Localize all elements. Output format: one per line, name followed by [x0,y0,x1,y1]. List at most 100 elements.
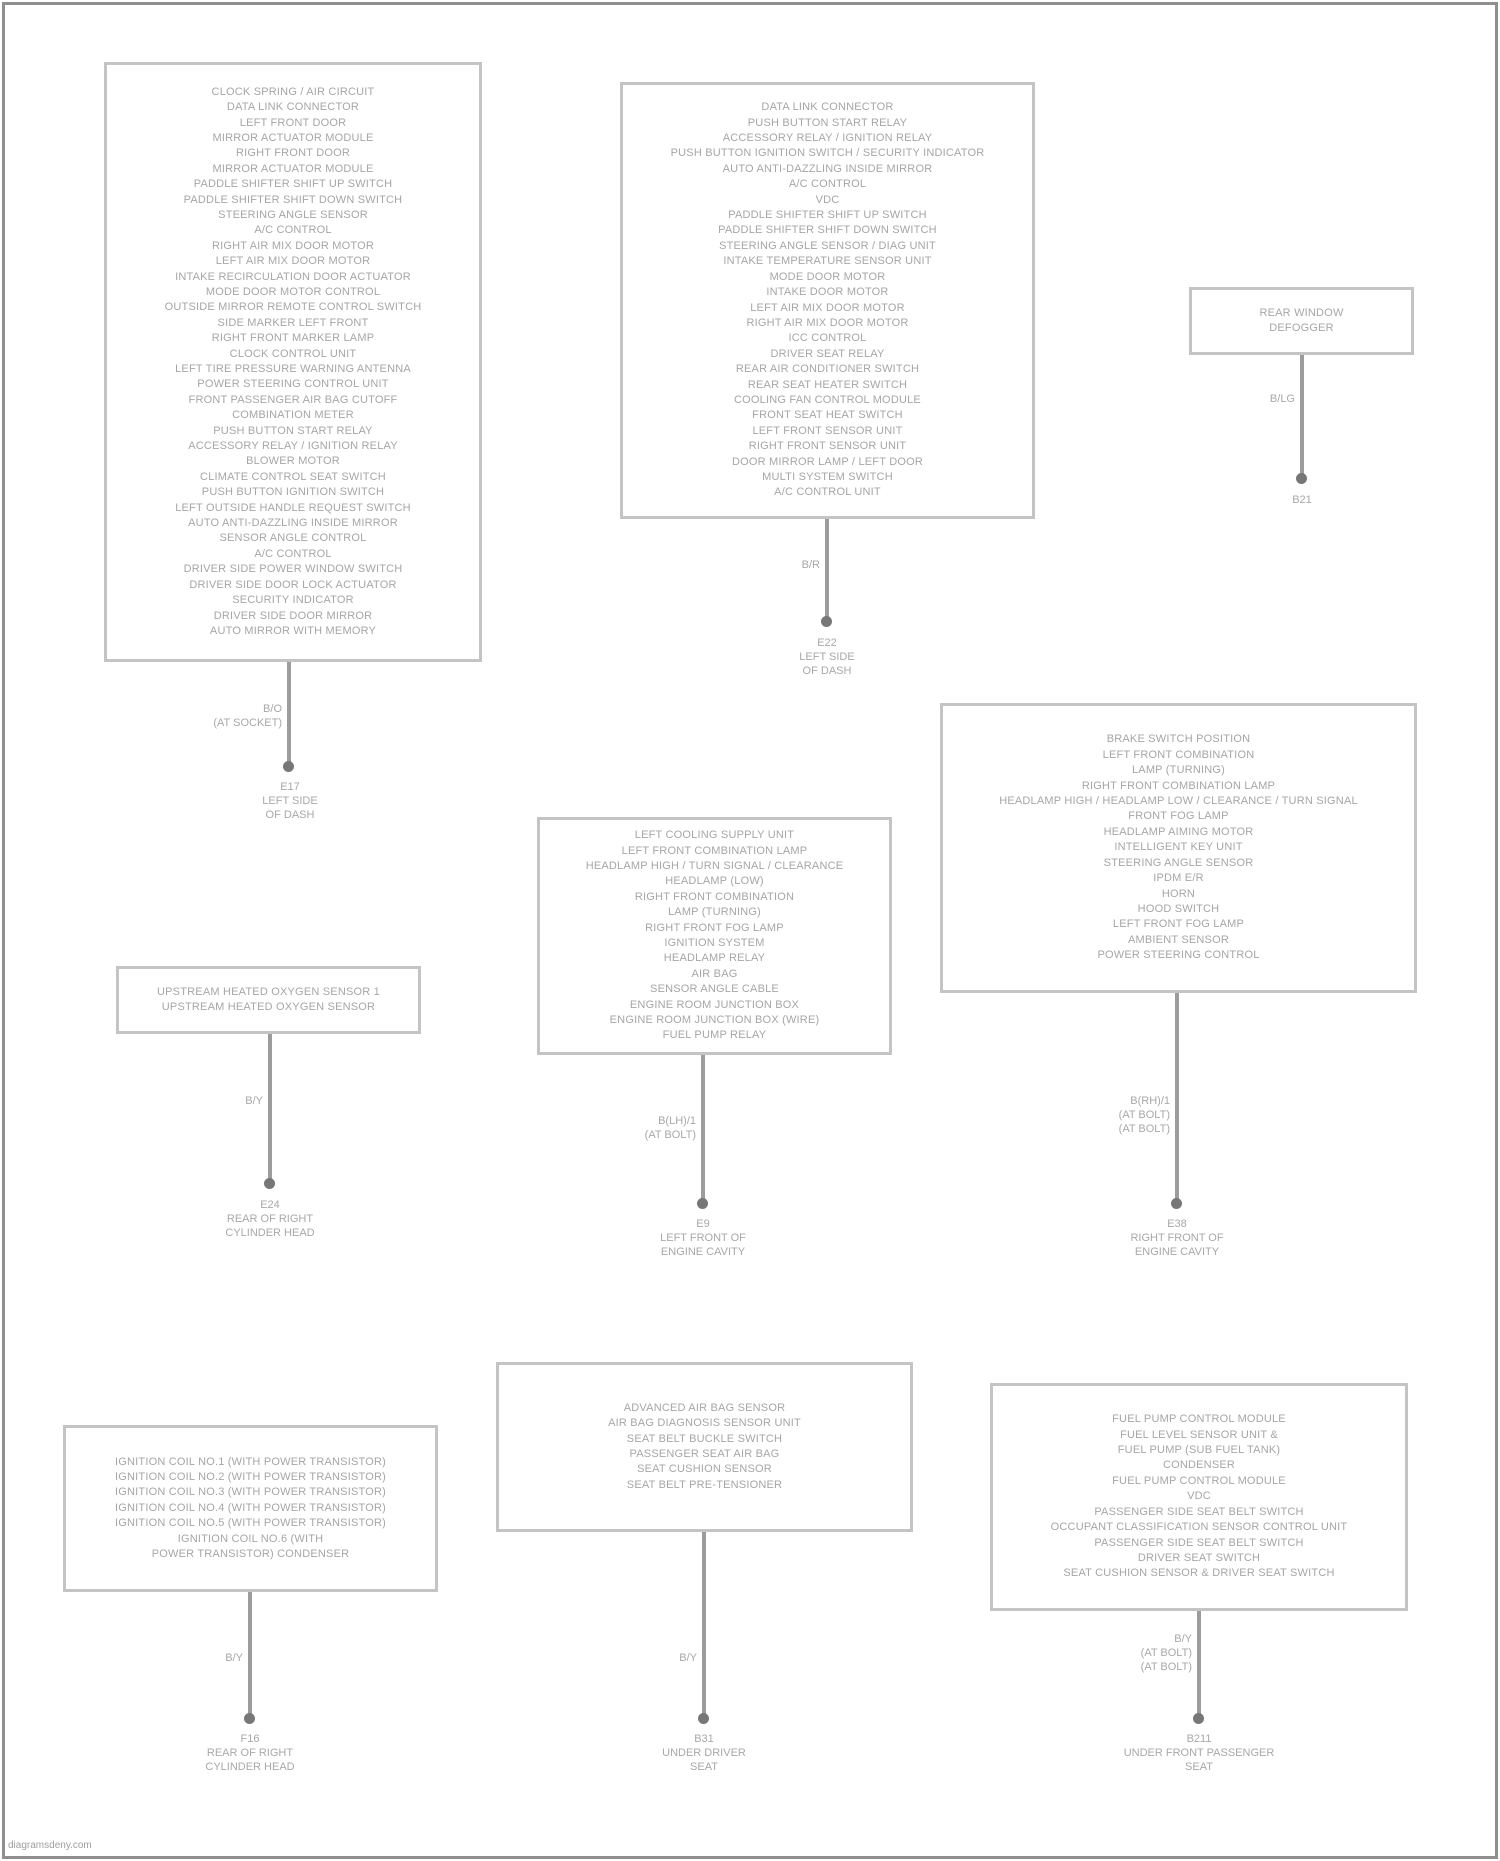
text-line: B/R [760,558,820,572]
text-line: STEERING ANGLE SENSOR / DIAG UNIT [719,239,936,254]
text-line: FUEL PUMP (SUB FUEL TANK) [1118,1443,1281,1458]
text-line: DATA LINK CONNECTOR [761,100,893,115]
text-line: SENSOR ANGLE CONTROL [219,531,366,546]
text-line: A/C CONTROL [254,223,331,238]
text-line: FUEL LEVEL SENSOR UNIT & [1120,1428,1278,1443]
text-line: (AT BOLT) [1097,1646,1192,1660]
text-line: MODE DOOR MOTOR CONTROL [206,285,380,300]
ground-wire-g3 [1300,355,1304,478]
text-line: LAMP (TURNING) [1132,763,1225,778]
text-line: IGNITION COIL NO.6 (WITH [178,1532,324,1547]
text-line: B(LH)/1 [600,1114,696,1128]
text-line: PADDLE SHIFTER SHIFT DOWN SWITCH [184,193,403,208]
text-line: PASSENGER SEAT AIR BAG [630,1447,780,1462]
text-line: HORN [1162,887,1195,902]
wire-label-g3: B/LG [1225,392,1295,406]
text-line: OF DASH [230,808,350,822]
wire-label-g1: B/O(AT SOCKET) [196,702,282,730]
text-line: IGNITION COIL NO.3 (WITH POWER TRANSISTO… [115,1485,386,1500]
text-line: SEAT [634,1760,774,1774]
text-line: HEADLAMP HIGH / TURN SIGNAL / CLEARANCE [586,859,844,874]
text-line: PUSH BUTTON IGNITION SWITCH [202,485,384,500]
text-line: INTAKE RECIRCULATION DOOR ACTUATOR [175,270,411,285]
text-line: IGNITION COIL NO.2 (WITH POWER TRANSISTO… [115,1470,386,1485]
text-line: PUSH BUTTON START RELAY [748,116,907,131]
text-line: IGNITION SYSTEM [664,936,764,951]
text-line: IPDM E/R [1153,871,1204,886]
text-line: ACCESSORY RELAY / IGNITION RELAY [723,131,933,146]
text-line: INTELLIGENT KEY UNIT [1114,840,1242,855]
ground-point-g5 [697,1198,708,1209]
text-line: AIR BAG DIAGNOSIS SENSOR UNIT [608,1416,801,1431]
text-line: ENGINE CAVITY [1107,1245,1247,1259]
ground-wire-g9 [1197,1611,1201,1718]
text-line: RIGHT FRONT DOOR [236,146,350,161]
text-line: AUTO MIRROR WITH MEMORY [210,624,376,639]
text-line: LEFT AIR MIX DOOR MOTOR [750,301,905,316]
text-line: COOLING FAN CONTROL MODULE [734,393,921,408]
text-line: REAR OF RIGHT [180,1746,320,1760]
text-line: OCCUPANT CLASSIFICATION SENSOR CONTROL U… [1051,1520,1348,1535]
wire-label-g8: B/Y [632,1651,697,1665]
text-line: REAR AIR CONDITIONER SWITCH [736,362,919,377]
ground-point-g4 [264,1178,275,1189]
text-line: CLOCK SPRING / AIR CIRCUIT [212,85,375,100]
text-line: E17 [230,780,350,794]
text-line: B/Y [632,1651,697,1665]
text-line: LEFT FRONT OF [633,1231,773,1245]
wire-label-g6: B(RH)/1(AT BOLT)(AT BOLT) [1075,1094,1170,1136]
text-line: ENGINE CAVITY [633,1245,773,1259]
text-line: HOOD SWITCH [1138,902,1220,917]
text-line: SEAT CUSHION SENSOR [637,1462,772,1477]
text-line: IGNITION COIL NO.4 (WITH POWER TRANSISTO… [115,1501,386,1516]
text-line: LEFT FRONT COMBINATION LAMP [622,844,808,859]
text-line: STEERING ANGLE SENSOR [218,208,368,223]
wire-label-g7: B/Y [178,1651,243,1665]
text-line: MULTI SYSTEM SWITCH [762,470,893,485]
text-line: MIRROR ACTUATOR MODULE [212,131,373,146]
text-line: B/Y [1097,1632,1192,1646]
ground-point-g8 [698,1713,709,1724]
ground-wire-g7 [248,1592,252,1718]
component-box-g7: IGNITION COIL NO.1 (WITH POWER TRANSISTO… [63,1425,438,1592]
text-line: B(RH)/1 [1075,1094,1170,1108]
text-line: PADDLE SHIFTER SHIFT UP SWITCH [194,177,393,192]
text-line: RIGHT FRONT OF [1107,1231,1247,1245]
text-line: REAR WINDOW [1259,306,1343,321]
text-line: REAR OF RIGHT [200,1212,340,1226]
text-line: AUTO ANTI-DAZZLING INSIDE MIRROR [723,162,933,177]
text-line: IGNITION COIL NO.1 (WITH POWER TRANSISTO… [115,1455,386,1470]
ground-wire-g2 [825,519,829,621]
ground-point-g6 [1171,1198,1182,1209]
text-line: LEFT FRONT SENSOR UNIT [752,424,902,439]
text-line: SEAT BELT BUCKLE SWITCH [627,1432,782,1447]
ground-wire-g8 [702,1532,706,1718]
text-line: FUEL PUMP RELAY [663,1028,767,1043]
text-line: SEAT [1104,1760,1294,1774]
text-line: (AT BOLT) [1097,1660,1192,1674]
text-line: UNDER DRIVER [634,1746,774,1760]
text-line: VDC [816,193,840,208]
wire-label-g4: B/Y [198,1094,263,1108]
text-line: LEFT TIRE PRESSURE WARNING ANTENNA [175,362,411,377]
text-line: BLOWER MOTOR [246,454,340,469]
text-line: B31 [634,1732,774,1746]
text-line: UPSTREAM HEATED OXYGEN SENSOR [162,1000,375,1015]
ground-wire-g1 [287,662,291,766]
text-line: B/LG [1225,392,1295,406]
text-line: RIGHT FRONT SENSOR UNIT [749,439,907,454]
text-line: VDC [1187,1489,1211,1504]
ground-wire-g6 [1175,993,1179,1203]
ground-point-g2 [821,616,832,627]
text-line: LEFT AIR MIX DOOR MOTOR [216,254,371,269]
text-line: RIGHT FRONT MARKER LAMP [212,331,375,346]
text-line: PUSH BUTTON START RELAY [213,424,372,439]
wire-label-g2: B/R [760,558,820,572]
text-line: CYLINDER HEAD [180,1760,320,1774]
